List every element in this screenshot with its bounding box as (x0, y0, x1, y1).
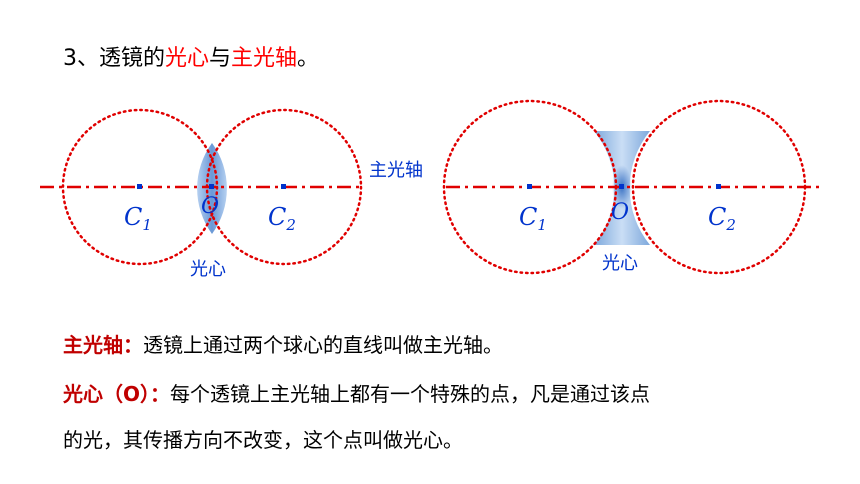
left-c1-point (137, 184, 142, 189)
optical-center-text-line2: 的光，其传播方向不改变，这个点叫做光心。 (63, 428, 463, 452)
left-optical-center-label: 光心 (190, 259, 226, 280)
left-o-point (209, 184, 214, 189)
left-sphere-circle-1 (61, 108, 219, 266)
heading: 3、透镜的光心与主光轴。 (63, 40, 319, 72)
right-o-point (619, 184, 624, 189)
heading-connector: 与 (209, 46, 232, 71)
right-c1-point (527, 184, 532, 189)
left-o-label: O (201, 194, 219, 219)
right-c2-label: C2 (708, 203, 736, 234)
right-c2-point (716, 184, 721, 189)
axis-label: 主光轴 (369, 160, 423, 181)
principal-axis-term: 主光轴： (63, 333, 143, 357)
left-c2-label: C2 (268, 203, 296, 234)
heading-prefix: 3、透镜的 (63, 46, 165, 71)
right-c1-label: C1 (519, 203, 547, 234)
right-optical-center-label: 光心 (602, 253, 638, 274)
principal-axis-definition: 主光轴：透镜上通过两个球心的直线叫做主光轴。 (63, 329, 503, 358)
optical-center-text-line1: 每个透镜上主光轴上都有一个特殊的点，凡是通过该点 (170, 382, 651, 406)
optical-center-definition: 光心（O）：每个透镜上主光轴上都有一个特殊的点，凡是通过该点 (63, 378, 650, 407)
optical-center-definition-cont: 的光，其传播方向不改变，这个点叫做光心。 (63, 424, 463, 453)
optical-center-term: 光心（O）： (63, 382, 171, 406)
principal-axis-text: 透镜上通过两个球心的直线叫做主光轴。 (143, 333, 503, 357)
heading-term-principal-axis: 主光轴 (231, 46, 298, 71)
left-c1-label: C1 (124, 203, 152, 234)
right-o-label: O (611, 200, 629, 225)
heading-suffix: 。 (297, 46, 320, 71)
left-c2-point (281, 184, 286, 189)
heading-term-optical-center: 光心 (165, 46, 210, 71)
